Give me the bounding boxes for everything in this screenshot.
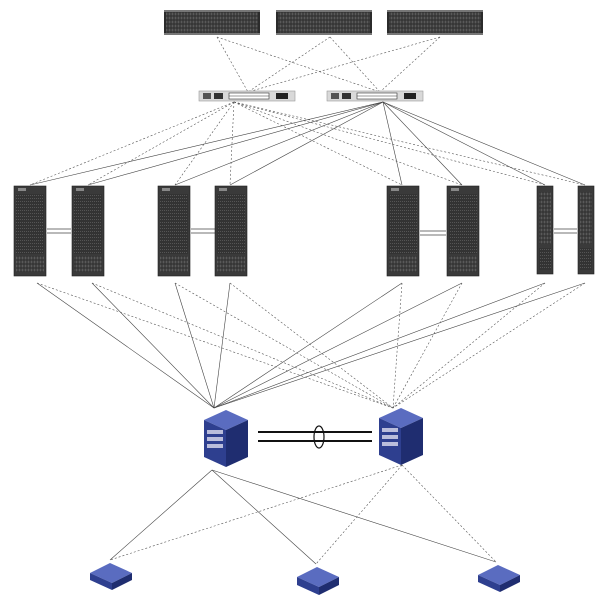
slim-tower-server bbox=[577, 185, 595, 275]
server-pair-1 bbox=[13, 185, 105, 277]
fc-switch-2 bbox=[326, 90, 424, 102]
tower-server bbox=[157, 185, 191, 277]
tower-server bbox=[386, 185, 420, 277]
storage-array-3 bbox=[387, 10, 483, 35]
server-pair-2 bbox=[157, 185, 248, 277]
core-switch-2 bbox=[379, 408, 423, 465]
server-pair-3 bbox=[386, 185, 480, 277]
tower-server bbox=[214, 185, 248, 277]
access-switch-2 bbox=[297, 567, 339, 595]
tower-server bbox=[446, 185, 480, 277]
fc-switch-1 bbox=[198, 90, 296, 102]
san-links bbox=[29, 101, 586, 186]
storage-links bbox=[216, 36, 441, 93]
slim-tower-server bbox=[536, 185, 554, 275]
inter-switch-link bbox=[258, 425, 372, 449]
storage-array-1 bbox=[164, 10, 260, 35]
access-switch-1 bbox=[90, 563, 132, 590]
lan-links bbox=[36, 282, 586, 409]
core-switch-1 bbox=[204, 410, 248, 467]
tower-server bbox=[13, 185, 47, 277]
access-switch-3 bbox=[478, 565, 520, 592]
access-links bbox=[109, 464, 497, 565]
storage-array-2 bbox=[276, 10, 372, 35]
server-pair-4 bbox=[536, 185, 595, 275]
tower-server bbox=[71, 185, 105, 277]
